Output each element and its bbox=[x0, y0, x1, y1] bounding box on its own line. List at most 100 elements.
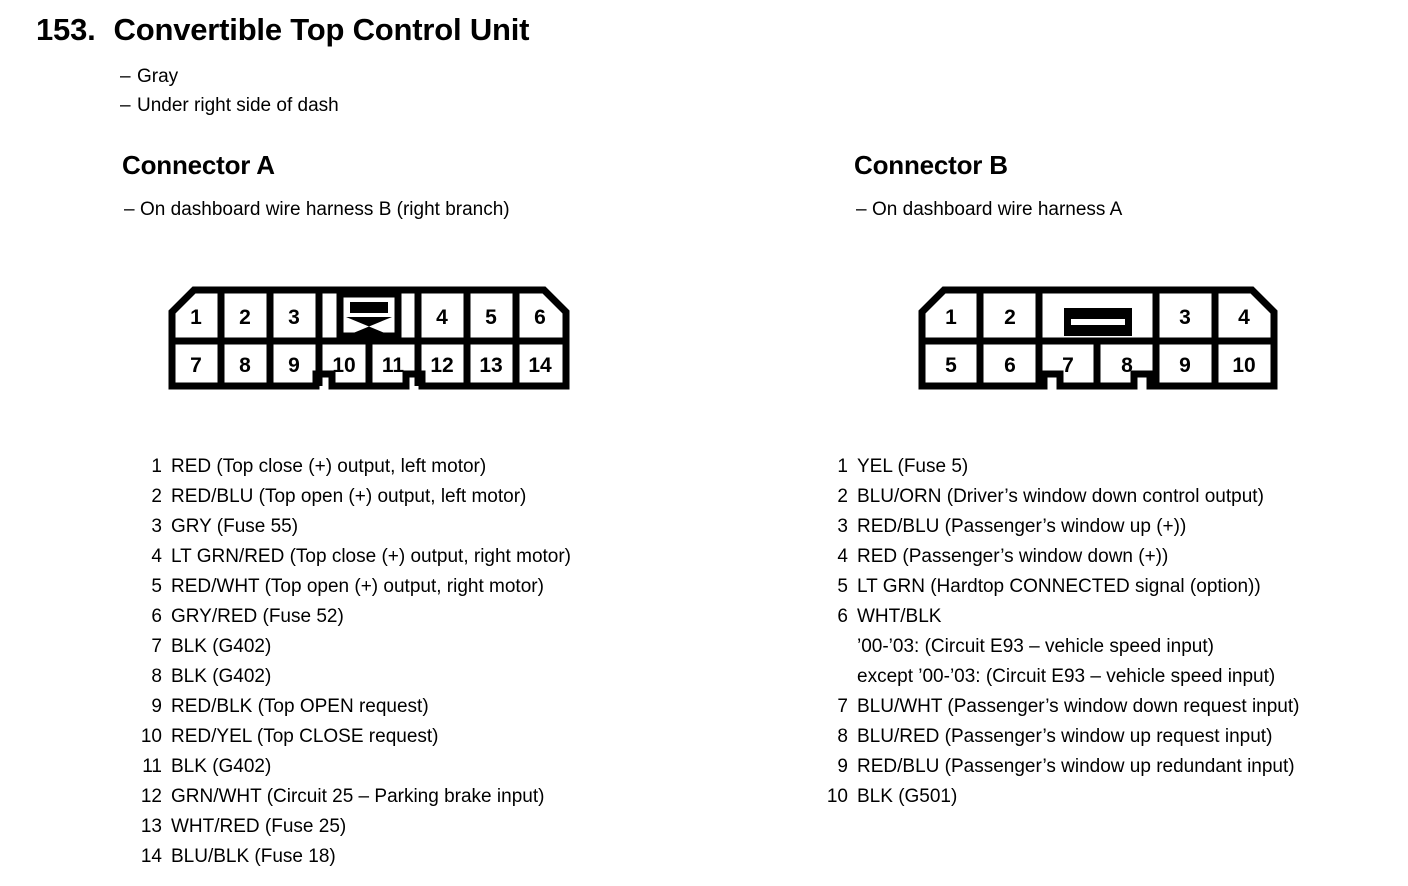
pin-number: 8 bbox=[151, 666, 162, 687]
pin-label-b5: 5 bbox=[945, 354, 957, 377]
pin-description: WHT/RED (Fuse 25) bbox=[171, 816, 347, 837]
connector-a-heading: Connector A bbox=[122, 150, 275, 180]
pin-row: 7 BLU/WHT (Passenger’s window down reques… bbox=[822, 696, 1299, 726]
pin-description: BLU/RED (Passenger’s window up request i… bbox=[857, 726, 1273, 747]
pin-label-a12: 12 bbox=[430, 354, 453, 377]
connector-b-housing-diagram: 1 2 3 4 5 6 7 8 9 10 bbox=[918, 286, 1278, 395]
pin-number: 4 bbox=[151, 546, 162, 567]
pin-label-a3: 3 bbox=[288, 306, 300, 329]
connector-b-header: Connector B –On dashboard wire harness A bbox=[854, 150, 1122, 221]
pin-description: BLK (G402) bbox=[171, 666, 272, 687]
pin-row: 2 RED/BLU (Top open (+) output, left moto… bbox=[136, 486, 571, 516]
dash-bullet-icon: – bbox=[124, 199, 135, 220]
connector-a-location-text: On dashboard wire harness B (right branc… bbox=[140, 199, 510, 220]
pin-number: 6 bbox=[151, 606, 162, 627]
pin-description: RED/YEL (Top CLOSE request) bbox=[171, 726, 439, 747]
pin-description: YEL (Fuse 5) bbox=[857, 456, 969, 477]
pin-label-b10: 10 bbox=[1232, 354, 1255, 377]
pin-label-a13: 13 bbox=[479, 354, 502, 377]
pin-number: 8 bbox=[837, 726, 848, 747]
connector-b-housing-svg: 1 2 3 4 5 6 7 8 9 10 bbox=[918, 286, 1278, 390]
pin-label-b2: 2 bbox=[1004, 306, 1016, 329]
pin-label-b1: 1 bbox=[945, 306, 957, 329]
connector-a-location: –On dashboard wire harness B (right bran… bbox=[124, 199, 510, 221]
pin-description: GRN/WHT (Circuit 25 – Parking brake inpu… bbox=[171, 786, 545, 807]
pin-description: RED (Top close (+) output, left motor) bbox=[171, 456, 487, 477]
pin-number: 10 bbox=[140, 726, 162, 747]
pin-row: 1 YEL (Fuse 5) bbox=[822, 456, 1299, 486]
note-color: –Gray bbox=[120, 66, 178, 88]
pin-label-b8: 8 bbox=[1121, 354, 1133, 377]
pin-label-b9: 9 bbox=[1179, 354, 1191, 377]
pin-row: 9 RED/BLU (Passenger’s window up redundan… bbox=[822, 756, 1299, 786]
pin-label-a4: 4 bbox=[436, 306, 448, 329]
connector-a-housing-svg: 1 2 3 4 5 6 7 8 9 10 11 12 13 14 bbox=[168, 286, 570, 390]
pin-label-a8: 8 bbox=[239, 354, 251, 377]
pin-row: 13 WHT/RED (Fuse 25) bbox=[136, 816, 571, 846]
connector-a-housing-diagram: 1 2 3 4 5 6 7 8 9 10 11 12 13 14 bbox=[168, 286, 570, 395]
pin-number: 9 bbox=[151, 696, 162, 717]
dash-bullet-icon: – bbox=[120, 95, 131, 116]
pin-number: 6 bbox=[837, 606, 848, 627]
pin-description: RED/BLK (Top OPEN request) bbox=[171, 696, 429, 717]
keyway-symbol-icon bbox=[1064, 308, 1132, 336]
pin-description: BLU/ORN (Driver’s window down control ou… bbox=[857, 486, 1264, 507]
pin-description: RED (Passenger’s window down (+)) bbox=[857, 546, 1169, 567]
pin-label-a11: 11 bbox=[382, 354, 405, 377]
pin-description: GRY/RED (Fuse 52) bbox=[171, 606, 344, 627]
pin-row: 6 GRY/RED (Fuse 52) bbox=[136, 606, 571, 636]
pin-description: RED/BLU (Top open (+) output, left motor… bbox=[171, 486, 527, 507]
page-title: 153. Convertible Top Control Unit bbox=[36, 12, 529, 48]
page-title-text: Convertible Top Control Unit bbox=[113, 12, 530, 47]
dash-bullet-icon: – bbox=[856, 199, 867, 220]
keyway-symbol-icon bbox=[336, 290, 402, 340]
note-color-text: Gray bbox=[137, 66, 179, 87]
pin-description: RED/BLU (Passenger’s window up (+)) bbox=[857, 516, 1187, 537]
pin-number: 7 bbox=[151, 636, 162, 657]
pin-description-extra: ’00-’03: (Circuit E93 – vehicle speed in… bbox=[857, 636, 1214, 657]
pin-number: 4 bbox=[837, 546, 848, 567]
pin-number: 2 bbox=[151, 486, 162, 507]
pin-label-a10: 10 bbox=[332, 354, 355, 377]
connector-b-location: –On dashboard wire harness A bbox=[856, 199, 1122, 221]
pin-description: RED/BLU (Passenger’s window up redundant… bbox=[857, 756, 1295, 777]
pin-label-b7: 7 bbox=[1062, 354, 1074, 377]
pin-label-a6: 6 bbox=[534, 306, 546, 329]
connector-b-heading: Connector B bbox=[854, 150, 1008, 180]
pin-number: 10 bbox=[826, 786, 848, 807]
connector-b-location-text: On dashboard wire harness A bbox=[872, 199, 1123, 220]
pin-label-a14: 14 bbox=[528, 354, 552, 377]
page-number: 153. bbox=[36, 12, 96, 47]
connector-a-header: Connector A –On dashboard wire harness B… bbox=[122, 150, 510, 221]
pin-number: 1 bbox=[837, 456, 848, 477]
pin-description: BLU/WHT (Passenger’s window down request… bbox=[857, 696, 1300, 717]
dash-bullet-icon: – bbox=[120, 66, 131, 87]
pin-number: 3 bbox=[837, 516, 848, 537]
pin-label-a5: 5 bbox=[485, 306, 497, 329]
pin-number: 13 bbox=[140, 816, 162, 837]
note-location-text: Under right side of dash bbox=[137, 95, 339, 116]
pin-number: 5 bbox=[151, 576, 162, 597]
pin-description-extra: except ’00-’03: (Circuit E93 – vehicle s… bbox=[857, 666, 1276, 687]
pin-label-a7: 7 bbox=[190, 354, 202, 377]
pin-number: 11 bbox=[142, 756, 162, 777]
pin-row: 8 BLK (G402) bbox=[136, 666, 571, 696]
pin-description: RED/WHT (Top open (+) output, right moto… bbox=[171, 576, 544, 597]
pin-label-b3: 3 bbox=[1179, 306, 1191, 329]
housing-outline bbox=[918, 286, 1278, 390]
pin-description: WHT/BLK bbox=[857, 606, 942, 627]
pin-number: 9 bbox=[837, 756, 848, 777]
pin-number: 7 bbox=[837, 696, 848, 717]
pin-row: 9 RED/BLK (Top OPEN request) bbox=[136, 696, 571, 726]
pin-description: LT GRN (Hardtop CONNECTED signal (option… bbox=[857, 576, 1261, 597]
